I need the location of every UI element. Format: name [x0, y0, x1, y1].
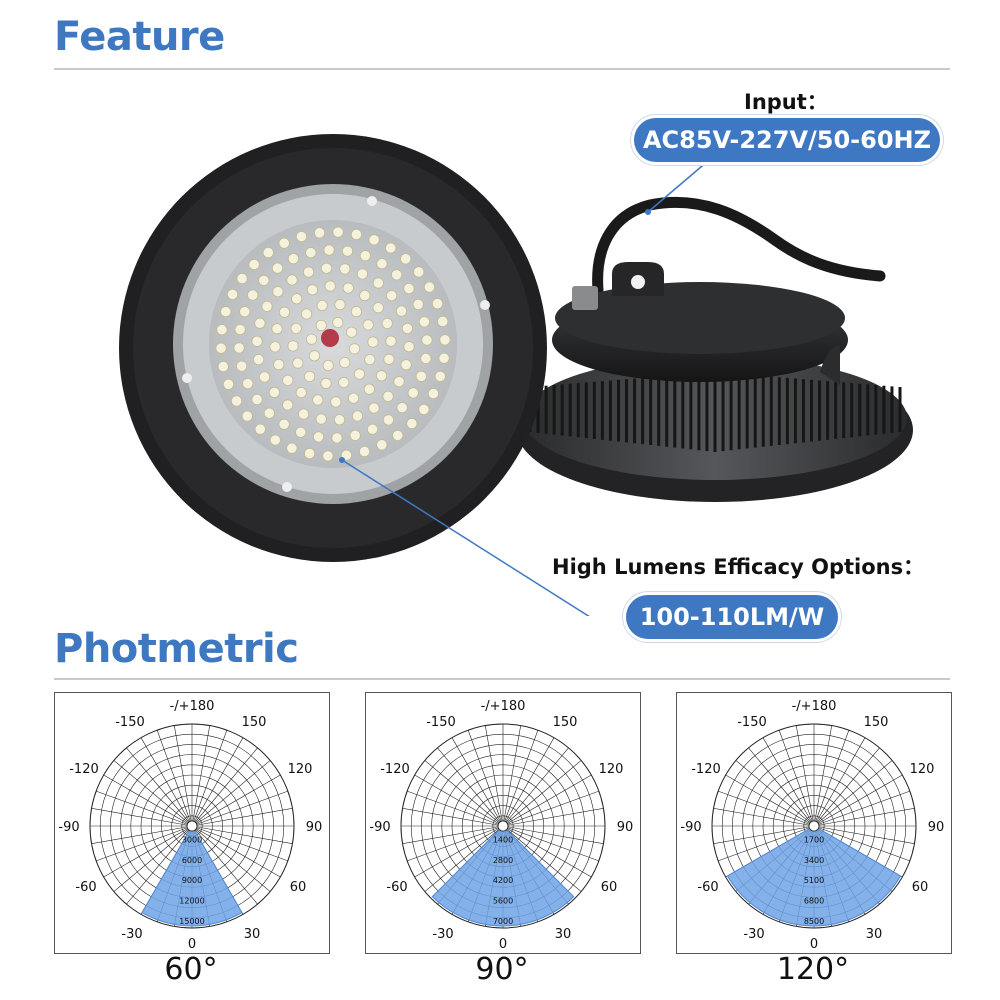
angle-label: -30 — [121, 927, 142, 942]
angle-label: 30 — [866, 927, 883, 942]
angle-label: -90 — [58, 820, 79, 835]
angle-label: 30 — [244, 927, 261, 942]
beam-angle-label: 60° — [164, 952, 218, 987]
intensity-ring-label: 7000 — [493, 917, 513, 926]
angle-label: 150 — [553, 715, 578, 730]
intensity-ring-label: 5100 — [804, 876, 824, 885]
angle-label: 0 — [499, 937, 507, 952]
photometric-divider — [54, 678, 950, 680]
angle-label: -/+180 — [792, 699, 837, 714]
light-back-view — [517, 262, 913, 502]
beam-sector — [141, 824, 243, 927]
intensity-ring-label: 6800 — [804, 897, 824, 906]
angle-label: 60 — [290, 880, 307, 895]
beam-sector — [726, 825, 902, 927]
angle-label: -/+180 — [170, 699, 215, 714]
intensity-ring-label: 1400 — [493, 835, 513, 844]
angle-label: 120 — [288, 762, 313, 777]
intensity-ring-label: 15000 — [179, 917, 204, 926]
efficacy-badge: 100-110LM/W — [626, 595, 838, 639]
beam-sector — [431, 825, 575, 927]
intensity-ring-label: 6000 — [182, 856, 202, 865]
angle-label: -/+180 — [481, 699, 526, 714]
intensity-ring-label: 2800 — [493, 856, 513, 865]
polar-diagram-90: 1400 2800 4200 5600 7000 -/+180 -150 150 -120 120… — [365, 692, 641, 954]
efficacy-label: High Lumens Efficacy Options： — [552, 555, 925, 579]
angle-label: -120 — [69, 762, 99, 777]
feature-title: Feature — [54, 14, 225, 60]
input-voltage-badge: AC85V-227V/50-60HZ — [634, 118, 940, 162]
angle-label: -150 — [115, 715, 145, 730]
callout-lines — [339, 154, 716, 616]
angle-label: 90 — [306, 820, 323, 835]
angle-label: -60 — [697, 880, 718, 895]
angle-label: 60 — [601, 880, 618, 895]
intensity-ring-label: 12000 — [179, 897, 204, 906]
angle-label: -120 — [691, 762, 721, 777]
angle-label: -90 — [369, 820, 390, 835]
angle-label: -30 — [432, 927, 453, 942]
polar-diagram-120: 1700 3400 5100 6800 8500 -/+180 -150 150 -120 120… — [676, 692, 952, 954]
power-cable — [592, 196, 886, 296]
angle-label: 0 — [188, 937, 196, 952]
beam-angle-label: 90° — [475, 952, 529, 987]
intensity-ring-label: 1700 — [804, 835, 824, 844]
intensity-ring-label: 5600 — [493, 897, 513, 906]
angle-label: 90 — [928, 820, 945, 835]
angle-label: -150 — [737, 715, 767, 730]
angle-label: 150 — [864, 715, 889, 730]
polar-diagram-60: 3000 6000 9000 12000 15000 -/+180 -150 150 -120 1… — [54, 692, 330, 954]
light-front-view — [119, 134, 547, 562]
high-bay-light-image — [119, 134, 913, 616]
angle-label: -90 — [680, 820, 701, 835]
angle-label: 30 — [555, 927, 572, 942]
input-label: Input： — [744, 90, 828, 114]
intensity-ring-label: 8500 — [804, 917, 824, 926]
angle-label: 90 — [617, 820, 634, 835]
intensity-ring-label: 9000 — [182, 876, 202, 885]
beam-angle-label: 120° — [776, 952, 850, 987]
intensity-ring-label: 3400 — [804, 856, 824, 865]
angle-label: 0 — [810, 937, 818, 952]
angle-label: 120 — [599, 762, 624, 777]
feature-divider — [54, 68, 950, 70]
angle-label: -150 — [426, 715, 456, 730]
angle-label: -120 — [380, 762, 410, 777]
angle-label: -60 — [386, 880, 407, 895]
intensity-ring-label: 3000 — [182, 835, 202, 844]
angle-label: 60 — [912, 880, 929, 895]
angle-label: 120 — [910, 762, 935, 777]
angle-label: -60 — [75, 880, 96, 895]
angle-label: -30 — [743, 927, 764, 942]
photometric-title: Photmetric — [54, 626, 299, 672]
angle-label: 150 — [242, 715, 267, 730]
intensity-ring-label: 4200 — [493, 876, 513, 885]
